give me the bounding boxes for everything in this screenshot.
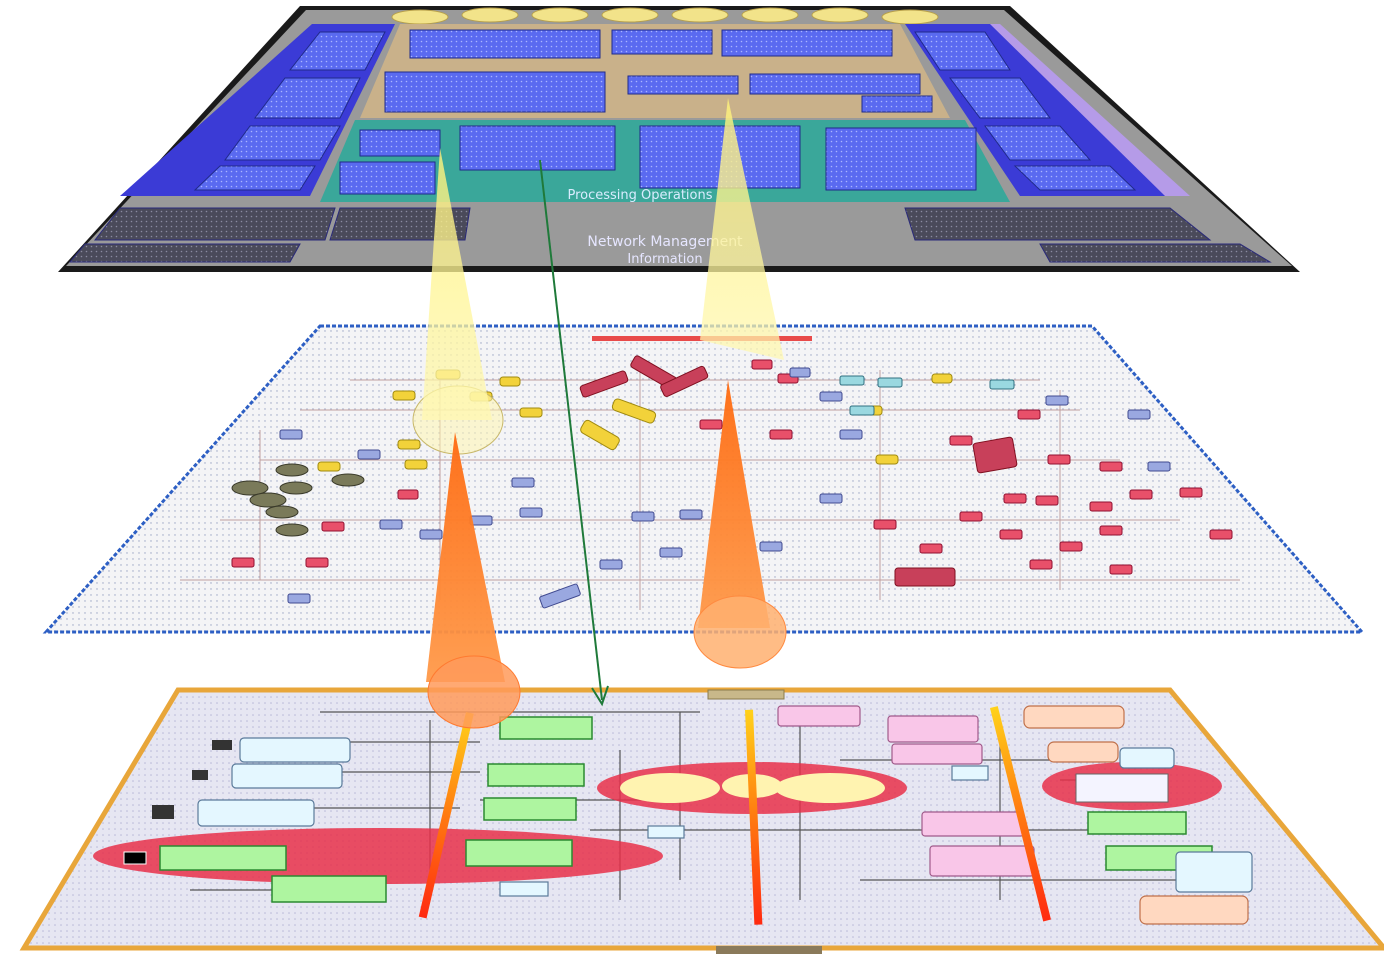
ring-inner-box (1075, 773, 1169, 803)
bottom-black-marker (123, 851, 147, 865)
bottom-header-tab (707, 689, 785, 700)
processing-operations-label: Processing Operations (567, 188, 712, 203)
center-yellow-oval-1 (620, 773, 720, 803)
orange-beam-right (698, 380, 770, 628)
orange-focus-right (693, 595, 787, 669)
middle-layer (42, 324, 1366, 634)
middle-olive-cluster (231, 463, 365, 537)
green-arrow-head (591, 685, 609, 707)
middle-teal-nodes (839, 375, 1015, 416)
orange-beam-left (426, 432, 505, 682)
bottom-orange-boxes (1023, 705, 1249, 925)
highlight-beams (422, 98, 787, 729)
bottom-legend-icons (152, 740, 232, 819)
middle-layer-sheet (42, 324, 1366, 634)
top-connector-pads (391, 7, 939, 25)
center-yellow-oval-3 (775, 773, 885, 803)
yellow-beam-left (422, 148, 492, 420)
bottom-priority-bar-2 (745, 709, 763, 925)
bottom-pink-boxes (777, 705, 1035, 877)
bottom-blue-boxes (197, 737, 1253, 897)
bottom-priority-bar-3 (990, 706, 1051, 922)
middle-red-nodes (231, 359, 1233, 575)
bottom-layer (19, 687, 1384, 954)
yellow-beam-right (700, 98, 784, 360)
middle-blue-nodes (279, 367, 1171, 609)
green-connector-arrow (539, 159, 603, 701)
bottom-priority-bar-1 (418, 712, 474, 919)
information-label: Information (627, 252, 702, 267)
middle-maroon-nodes (579, 355, 1018, 587)
top-layer: Processing Operations Network Management… (58, 6, 1300, 272)
orange-focus-left (427, 655, 521, 729)
network-management-label: Network Management (587, 234, 743, 250)
bottom-footer-tab (716, 946, 822, 954)
